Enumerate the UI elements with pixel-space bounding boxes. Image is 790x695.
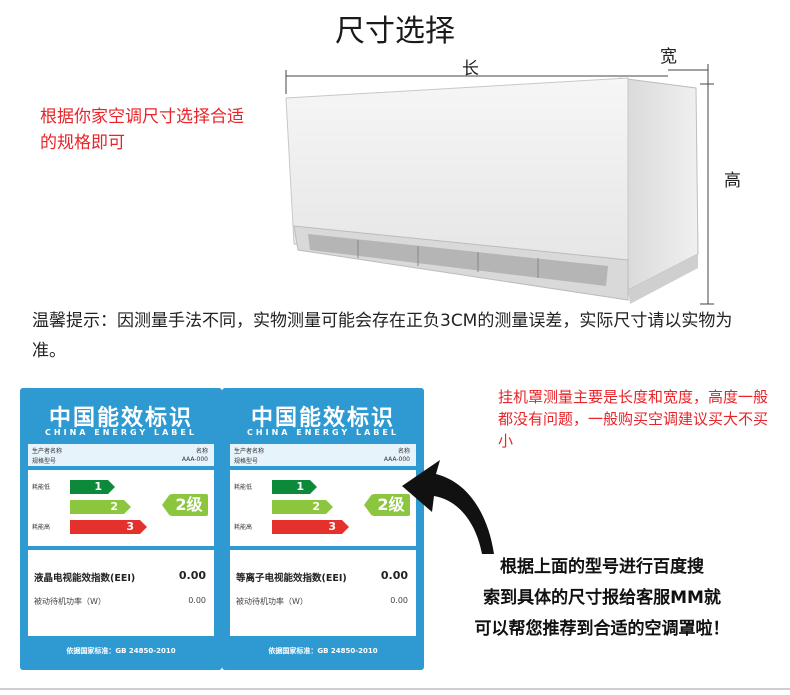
model-value: AAA-000 xyxy=(181,456,208,463)
maker-label: 生产者名称 xyxy=(234,448,265,455)
search-model-note: 根据上面的型号进行百度搜 索到具体的尺寸报给客服MM就 可以帮您推荐到合适的空调… xyxy=(452,552,752,645)
standby-value: 0.00 xyxy=(390,596,408,605)
standby-name: 被动待机功率（W） xyxy=(34,597,106,606)
energy-label-info: 生产者名称 名称 规格型号 AAA-000 xyxy=(230,444,416,466)
energy-label-card-2: 中国能效标识 CHINA ENERGY LABEL 生产者名称 名称 规格型号 … xyxy=(222,388,424,670)
grade-bar-1: 1 xyxy=(272,480,317,494)
low-consumption-label: 耗能低 xyxy=(234,484,253,491)
energy-grades: 耗能低 耗能高 1 2 3 2级 xyxy=(230,470,416,546)
name-tag: 名称 xyxy=(397,448,410,455)
standard-text: 依据国家标准：GB 24850-2010 xyxy=(268,647,378,655)
grade-badge: 2级 xyxy=(364,494,410,516)
grade-bar-2: 2 xyxy=(70,500,131,514)
energy-label-brand-en: CHINA ENERGY LABEL xyxy=(247,428,399,437)
bottom-divider xyxy=(0,688,790,690)
standby-value: 0.00 xyxy=(188,596,206,605)
model-label: 规格型号 xyxy=(234,458,259,465)
grade-bar-3: 3 xyxy=(272,520,349,534)
width-label: 宽 xyxy=(660,47,677,67)
standby-name: 被动待机功率（W） xyxy=(236,597,308,606)
energy-grades: 耗能低 耗能高 1 2 3 2级 xyxy=(28,470,214,546)
model-label: 规格型号 xyxy=(32,458,57,465)
energy-label-brand: 中国能效标识 xyxy=(48,406,193,431)
energy-label-card-1: 中国能效标识 CHINA ENERGY LABEL 生产者名称 名称 规格型号 … xyxy=(20,388,222,670)
low-consumption-label: 耗能低 xyxy=(32,484,51,491)
height-label: 高 xyxy=(724,171,741,191)
index-value: 0.00 xyxy=(178,569,206,582)
grade-bar-1: 1 xyxy=(70,480,115,494)
model-value: AAA-000 xyxy=(383,456,410,463)
grade-bar-3: 3 xyxy=(70,520,147,534)
search-note-line-2: 索到具体的尺寸报给客服MM就 xyxy=(483,588,721,608)
index-name: 液晶电视能效指数(EEI) xyxy=(34,573,136,584)
air-conditioner-illustration xyxy=(285,64,714,305)
standard-text: 依据国家标准：GB 24850-2010 xyxy=(66,647,176,655)
index-name: 等离子电视能效指数(EEI) xyxy=(236,573,347,584)
page-title: 尺寸选择 xyxy=(335,14,455,49)
grade-badge: 2级 xyxy=(162,494,208,516)
measurement-advice-note: 挂机罩测量主要是长度和宽度，高度一般都没有问题，一般购买空调建议买大不买小 xyxy=(498,388,769,450)
energy-label-brand-en: CHINA ENERGY LABEL xyxy=(45,428,197,437)
name-tag: 名称 xyxy=(195,448,208,455)
measurement-tip: 温馨提示：因测量手法不同，实物测量可能会存在正负3CM的测量误差，实际尺寸请以实… xyxy=(32,311,733,361)
energy-label-info: 生产者名称 名称 规格型号 AAA-000 xyxy=(28,444,214,466)
size-hint-note: 根据你家空调尺寸选择合适的规格即可 xyxy=(40,107,244,153)
high-consumption-label: 耗能高 xyxy=(234,524,253,531)
search-note-line-1: 根据上面的型号进行百度搜 xyxy=(500,557,704,577)
grade-bar-2: 2 xyxy=(272,500,333,514)
energy-index-panel: 液晶电视能效指数(EEI) 0.00 被动待机功率（W） 0.00 xyxy=(28,550,214,636)
length-label: 长 xyxy=(462,59,479,79)
energy-label-brand: 中国能效标识 xyxy=(250,406,395,431)
high-consumption-label: 耗能高 xyxy=(32,524,51,531)
search-note-line-3: 可以帮您推荐到合适的空调罩啦！ xyxy=(474,619,730,639)
curved-arrow-icon xyxy=(402,460,494,554)
index-value: 0.00 xyxy=(380,569,408,582)
energy-index-panel: 等离子电视能效指数(EEI) 0.00 被动待机功率（W） 0.00 xyxy=(230,550,416,636)
maker-label: 生产者名称 xyxy=(32,448,63,455)
